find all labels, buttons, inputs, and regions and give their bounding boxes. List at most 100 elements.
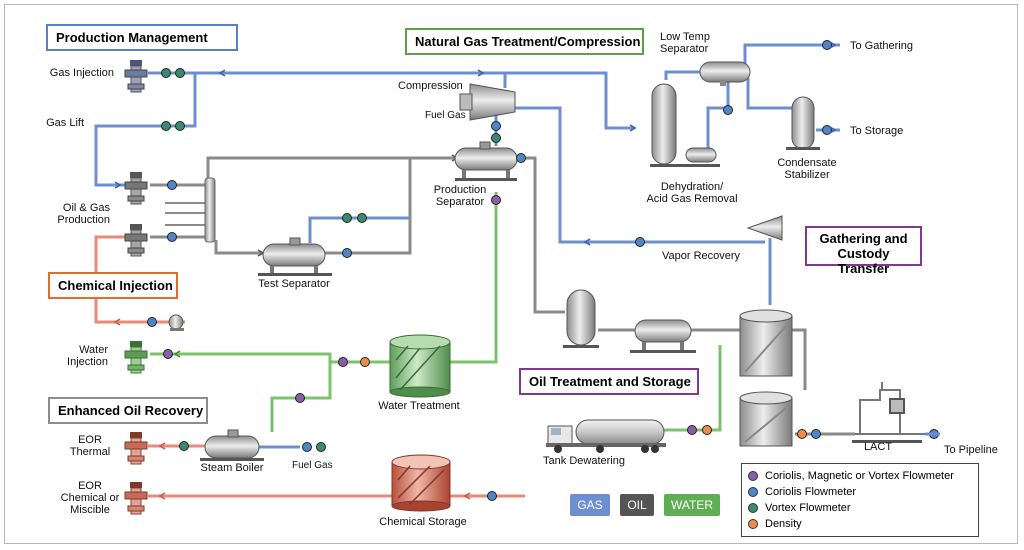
legend-swatch (748, 519, 758, 529)
multi-meter (163, 349, 173, 359)
legend-item: Vortex Flowmeter (748, 500, 972, 516)
label-water-treatment: Water Treatment (378, 400, 460, 412)
stream-tag-oil: OIL (620, 494, 654, 516)
lts-liquid-line (706, 80, 730, 150)
label-production-separator: Production Separator (433, 184, 487, 208)
vortex-meter (342, 213, 352, 223)
tank-truck (546, 419, 666, 453)
label-condensate-stabilizer: Condensate Stabilizer (777, 157, 837, 181)
coriolis-meter (635, 237, 645, 247)
oil-treater-vessel (563, 289, 599, 348)
tank-dewatering-line (662, 345, 722, 432)
coriolis-meter (822, 125, 832, 135)
multi-meter (338, 357, 348, 367)
section-production-management: Production Management (46, 24, 238, 51)
flow-arrows (113, 69, 637, 500)
label-lact: LACT (863, 441, 893, 453)
section-gathering-custody: Gathering and Custody Transfer (805, 226, 922, 276)
dehydrator-tower (650, 83, 720, 167)
section-gas-treatment: Natural Gas Treatment/Compression (405, 28, 644, 55)
coriolis-meter (822, 40, 832, 50)
label-water-injection: Water Injection (67, 344, 108, 368)
coriolis-meter (167, 180, 177, 190)
test-sep-oil-return (325, 158, 412, 255)
legend-item: Coriolis, Magnetic or Vortex Flowmeter (748, 468, 972, 484)
wellhead-gas-injection (124, 60, 148, 93)
coriolis-meter (167, 232, 177, 242)
coriolis-meter (516, 153, 526, 163)
multi-meter (491, 195, 501, 205)
wellhead-eor-thermal (124, 432, 148, 465)
test-sep-gas (308, 216, 410, 243)
label-dehydration: Dehydration/ Acid Gas Removal (646, 181, 738, 205)
label-compression: Compression (398, 80, 463, 92)
vortex-meter (179, 441, 189, 451)
condensate-stabilizer-vessel (786, 96, 820, 150)
label-steam-boiler: Steam Boiler (200, 462, 264, 474)
gas-header-to-dehydrator (505, 71, 634, 130)
oil-storage-tank-lower (739, 391, 793, 447)
density-meter (360, 357, 370, 367)
label-oil-gas-production: Oil & Gas Production (57, 202, 110, 226)
label-eor-chemical: EOR Chemical or Miscible (60, 480, 120, 516)
low-temp-separator-vessel (699, 61, 751, 86)
vortex-meter (491, 133, 501, 143)
gas-pipes (94, 43, 840, 449)
vortex-meter (161, 121, 171, 131)
production-manifold (204, 177, 216, 243)
density-meter (797, 429, 807, 439)
label-to-pipeline: To Pipeline (944, 444, 998, 456)
vapor-recovery-unit (746, 215, 783, 241)
manifold-feeds (165, 202, 208, 226)
compressor-discharge (515, 106, 765, 244)
section-oil-treatment: Oil Treatment and Storage (519, 368, 699, 395)
lact-unit (852, 382, 925, 443)
label-to-storage: To Storage (850, 125, 904, 137)
manifold-to-prod-sep (206, 156, 455, 178)
prod-sep-oil-out (516, 156, 565, 314)
prod-sep-water (435, 192, 498, 364)
oil-storage-tank-upper (739, 309, 793, 377)
label-gas-injection: Gas Injection (49, 67, 114, 79)
test-separator-vessel (258, 237, 332, 276)
legend-label: Coriolis Flowmeter (765, 486, 857, 498)
legend-item: Coriolis Flowmeter (748, 484, 972, 500)
label-fuel-gas-top: Fuel Gas (425, 110, 466, 121)
label-to-gathering: To Gathering (850, 40, 913, 52)
chemical-storage-tank (391, 454, 451, 512)
wellhead-eor-chemical (124, 482, 148, 515)
legend: Coriolis, Magnetic or Vortex Flowmeter C… (741, 463, 979, 537)
multi-meter (687, 425, 697, 435)
stream-tag-water: WATER (664, 494, 720, 516)
label-vapor-recovery: Vapor Recovery (662, 250, 741, 262)
label-low-temp-separator: Low Temp Separator (660, 31, 710, 55)
section-enhanced-oil-recovery: Enhanced Oil Recovery (48, 397, 208, 424)
label-eor-thermal: EOR Thermal (69, 434, 111, 458)
oil-pipes (150, 156, 855, 436)
chemical-pump (168, 314, 184, 331)
legend-swatch (748, 487, 758, 497)
legend-label: Coriolis, Magnetic or Vortex Flowmeter (765, 470, 954, 482)
coriolis-meter (491, 121, 501, 131)
dehydrator-to-lts (664, 70, 700, 80)
vortex-meter (175, 68, 185, 78)
label-gas-lift: Gas Lift (46, 117, 84, 129)
coriolis-meter (723, 105, 733, 115)
coriolis-meter (487, 491, 497, 501)
legend-item: Density (748, 516, 972, 532)
manifold-to-test-sep (214, 240, 265, 255)
legend-swatch (748, 503, 758, 513)
label-fuel-gas-bottom: Fuel Gas (292, 460, 333, 471)
label-test-separator: Test Separator (258, 278, 330, 290)
tank-interconnect (790, 328, 807, 390)
coriolis-meter (342, 248, 352, 258)
section-chemical-injection: Chemical Injection (48, 272, 178, 299)
legend-label: Density (765, 518, 802, 530)
multi-meter (295, 393, 305, 403)
lts-to-stabilizer (746, 78, 800, 110)
density-meter (702, 425, 712, 435)
legend-swatch (748, 471, 758, 481)
production-separator (454, 141, 518, 181)
label-tank-dewatering: Tank Dewatering (543, 455, 625, 467)
